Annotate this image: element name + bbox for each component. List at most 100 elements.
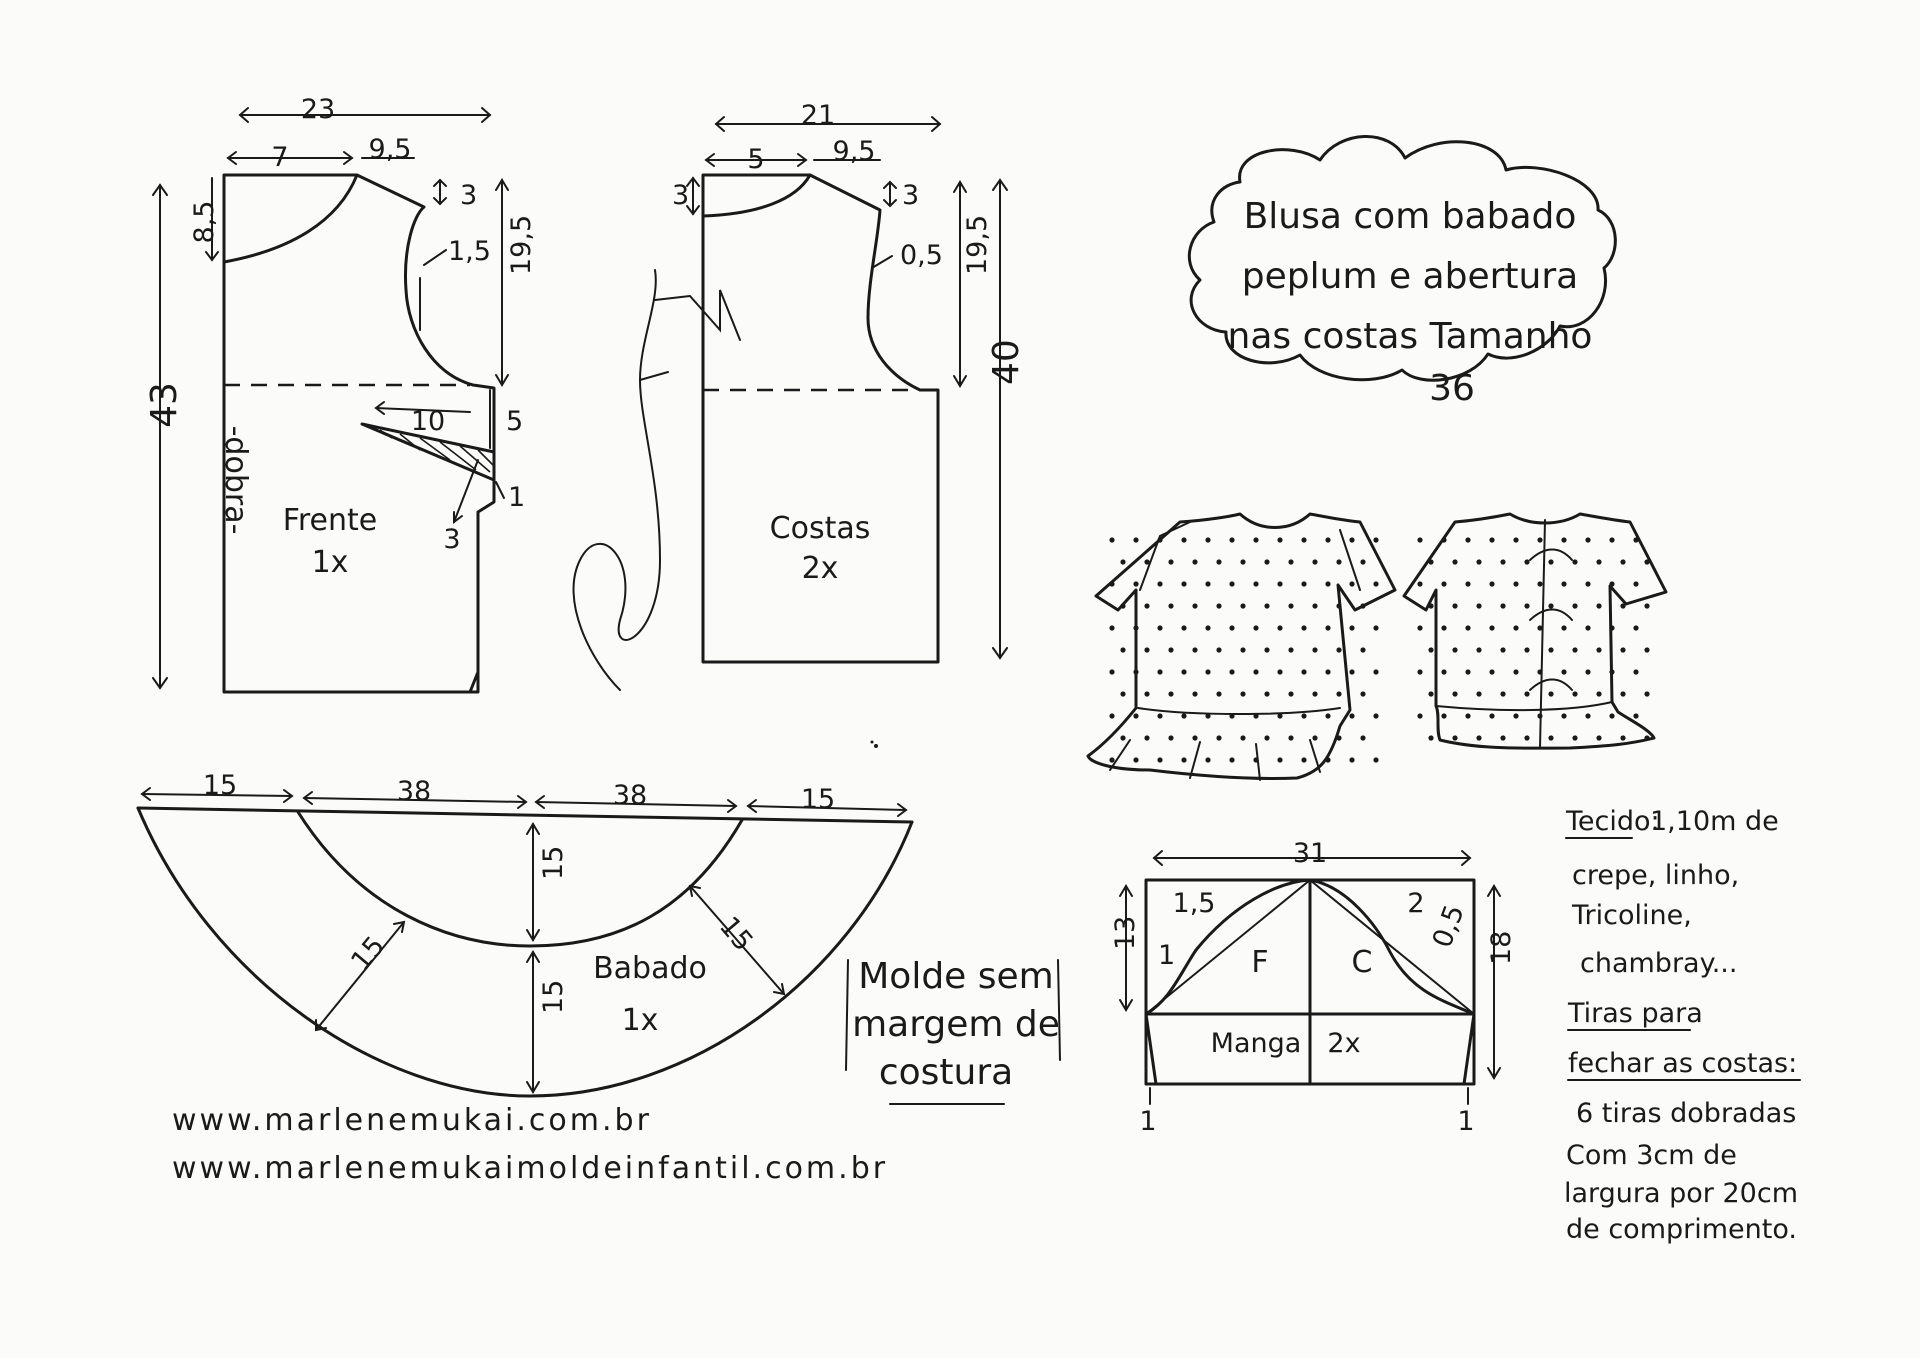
sleeve-cap-height-label: 13 [1110, 916, 1141, 950]
sleeve-cap-back-label: 2 [1407, 888, 1424, 919]
polka-dot [1157, 669, 1163, 675]
polka-dot [1301, 669, 1307, 675]
polka-dot [1620, 735, 1626, 741]
polka-dot [1157, 713, 1163, 719]
polka-dot [1349, 537, 1355, 543]
polka-dot [1109, 625, 1115, 631]
polka-dot [1181, 537, 1187, 543]
sleeve-width-label: 31 [1293, 838, 1327, 869]
polka-dot [1216, 559, 1222, 565]
polka-dot [1157, 757, 1163, 763]
polka-dot [1312, 603, 1318, 609]
back-piece-qty: 2x [802, 551, 839, 586]
polka-dot [1336, 691, 1342, 697]
polka-dot [1240, 559, 1246, 565]
polka-dot [1633, 669, 1639, 675]
polka-dot [1500, 691, 1506, 697]
polka-dot [1476, 691, 1482, 697]
polka-dot [1500, 603, 1506, 609]
polka-dot [1325, 757, 1331, 763]
polka-dot [1441, 581, 1447, 587]
sleeve-hem-left-label: 1 [1139, 1106, 1156, 1137]
polka-dot [1312, 735, 1318, 741]
polka-dot [1537, 713, 1543, 719]
front-pattern-piece: 23 7 9,5 8,5 3 1,5 19,5 43 10 5 3 1 -dob… [144, 94, 537, 694]
polka-dot [1489, 713, 1495, 719]
polka-dot [1312, 647, 1318, 653]
polka-dot [1144, 691, 1150, 697]
sleeve-piece-qty: 2x [1327, 1028, 1360, 1059]
polka-dot [1465, 625, 1471, 631]
back-width-label: 21 [801, 100, 835, 131]
website-url-2: www.marlenemukaimoldeinfantil.com.br [172, 1151, 888, 1186]
ties-line-2: Com 3cm de [1566, 1140, 1737, 1171]
polka-dot [1360, 691, 1366, 697]
polka-dot [1301, 625, 1307, 631]
polka-dot [1476, 603, 1482, 609]
polka-dot [1441, 669, 1447, 675]
polka-dot [1548, 735, 1554, 741]
polka-dot [1109, 581, 1115, 587]
polka-dot [1524, 603, 1530, 609]
polka-dot [1144, 735, 1150, 741]
fabric-label: Tecido: [1565, 806, 1660, 837]
polka-dot [1596, 735, 1602, 741]
polka-dot [1561, 625, 1567, 631]
polka-dot [1596, 647, 1602, 653]
polka-dot [1325, 537, 1331, 543]
back-piece-name: Costas [770, 511, 871, 546]
polka-dot [1133, 537, 1139, 543]
back-shoulder-label: 9,5 [833, 136, 876, 167]
polka-dot [1465, 537, 1471, 543]
polka-dot [1609, 713, 1615, 719]
polka-dot [1229, 713, 1235, 719]
ruffle-top-line [136, 806, 914, 824]
polka-dot [1133, 713, 1139, 719]
polka-dot [1360, 735, 1366, 741]
front-fold-label: -dobra- [218, 426, 253, 535]
polka-dot [1609, 537, 1615, 543]
title-cloud-outline [1187, 135, 1617, 382]
polka-dot [1428, 735, 1434, 741]
ruffle-bottom-depth-label: 15 [538, 980, 569, 1014]
polka-dot [1325, 581, 1331, 587]
polka-dot [1240, 735, 1246, 741]
polka-dot [1548, 559, 1554, 565]
polka-dot [1120, 647, 1126, 653]
ruffle-piece-name: Babado [593, 951, 707, 986]
polka-dot [1168, 735, 1174, 741]
polka-dot [1441, 625, 1447, 631]
polka-dot [1513, 669, 1519, 675]
polka-dot [1428, 603, 1434, 609]
polka-dot [1428, 647, 1434, 653]
polka-dot [1264, 691, 1270, 697]
polka-dot [1524, 559, 1530, 565]
polka-dot [1360, 603, 1366, 609]
back-outline [701, 173, 940, 664]
title-line-1: Blusa com babado [1244, 196, 1577, 237]
polka-dot [1205, 757, 1211, 763]
sleeve-cap-back [1308, 878, 1476, 1016]
polka-dot [1373, 625, 1379, 631]
polka-dot [1417, 713, 1423, 719]
ruffle-inner-left-label: 38 [397, 776, 431, 807]
polka-dot [1537, 669, 1543, 675]
ties-line-3: largura por 20cm [1564, 1178, 1798, 1209]
polka-dot [1548, 691, 1554, 697]
ruffle-inner-right-label: 38 [613, 780, 647, 811]
polka-dot [1192, 691, 1198, 697]
polka-dot [1609, 669, 1615, 675]
polka-dot [1120, 735, 1126, 741]
ruffle-inner-edge [296, 810, 744, 948]
front-neckline [222, 173, 359, 264]
polka-dot [1277, 757, 1283, 763]
polka-dot [1452, 647, 1458, 653]
front-dart-height-label: 5 [506, 406, 523, 437]
polka-dot [1144, 647, 1150, 653]
front-piece-name: Frente [283, 503, 377, 538]
front-neck-width-label: 7 [271, 142, 288, 173]
polka-dot [1229, 581, 1235, 587]
polka-dot [1133, 669, 1139, 675]
ruffle-pattern-piece: 15 38 38 15 15 15 15 15 Babado 1x [136, 770, 914, 1098]
ruffle-outer-edge [136, 806, 914, 1098]
